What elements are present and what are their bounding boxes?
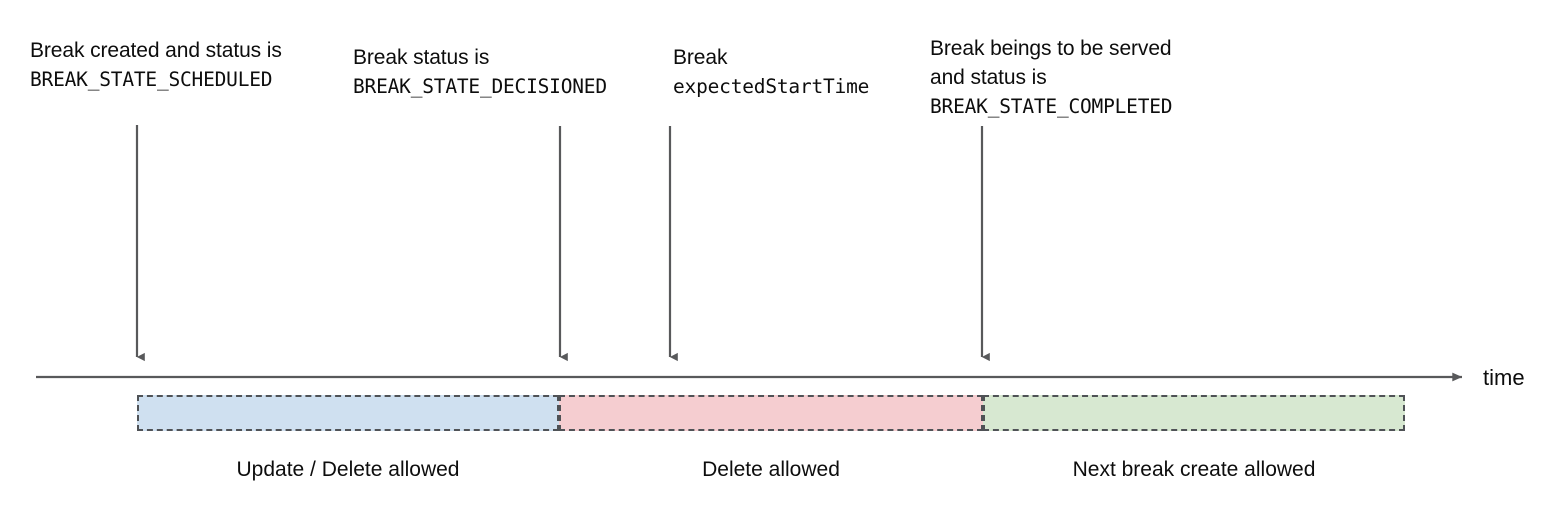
phase-bar-completed — [983, 395, 1405, 431]
annotation-line: Break — [673, 46, 728, 69]
annotation-line: and status is — [930, 66, 1047, 89]
annotation-line: BREAK_STATE_SCHEDULED — [30, 68, 273, 91]
annotation-line: Break status is — [353, 46, 490, 69]
annotation-line: Break created and status is — [30, 39, 282, 62]
annotation-line: BREAK_STATE_DECISIONED — [353, 75, 607, 98]
phase-caption-decisioned: Delete allowed — [702, 458, 840, 481]
annotation-completed: Break beings to be served and status is … — [930, 34, 1173, 121]
annotation-decisioned: Break status is BREAK_STATE_DECISIONED — [353, 43, 607, 101]
annotation-scheduled: Break created and status is BREAK_STATE_… — [30, 36, 282, 94]
phase-caption-scheduled: Update / Delete allowed — [236, 458, 460, 481]
phase-bar-decisioned — [559, 395, 983, 431]
annotation-line: expectedStartTime — [673, 75, 870, 98]
time-axis-label: time — [1483, 365, 1525, 390]
annotation-line: BREAK_STATE_COMPLETED — [930, 95, 1173, 118]
annotation-expected-start-time: Break expectedStartTime — [673, 43, 869, 101]
annotation-line: Break beings to be served — [930, 37, 1172, 60]
phase-caption-completed: Next break create allowed — [1072, 458, 1316, 481]
phase-bar-scheduled — [137, 395, 559, 431]
